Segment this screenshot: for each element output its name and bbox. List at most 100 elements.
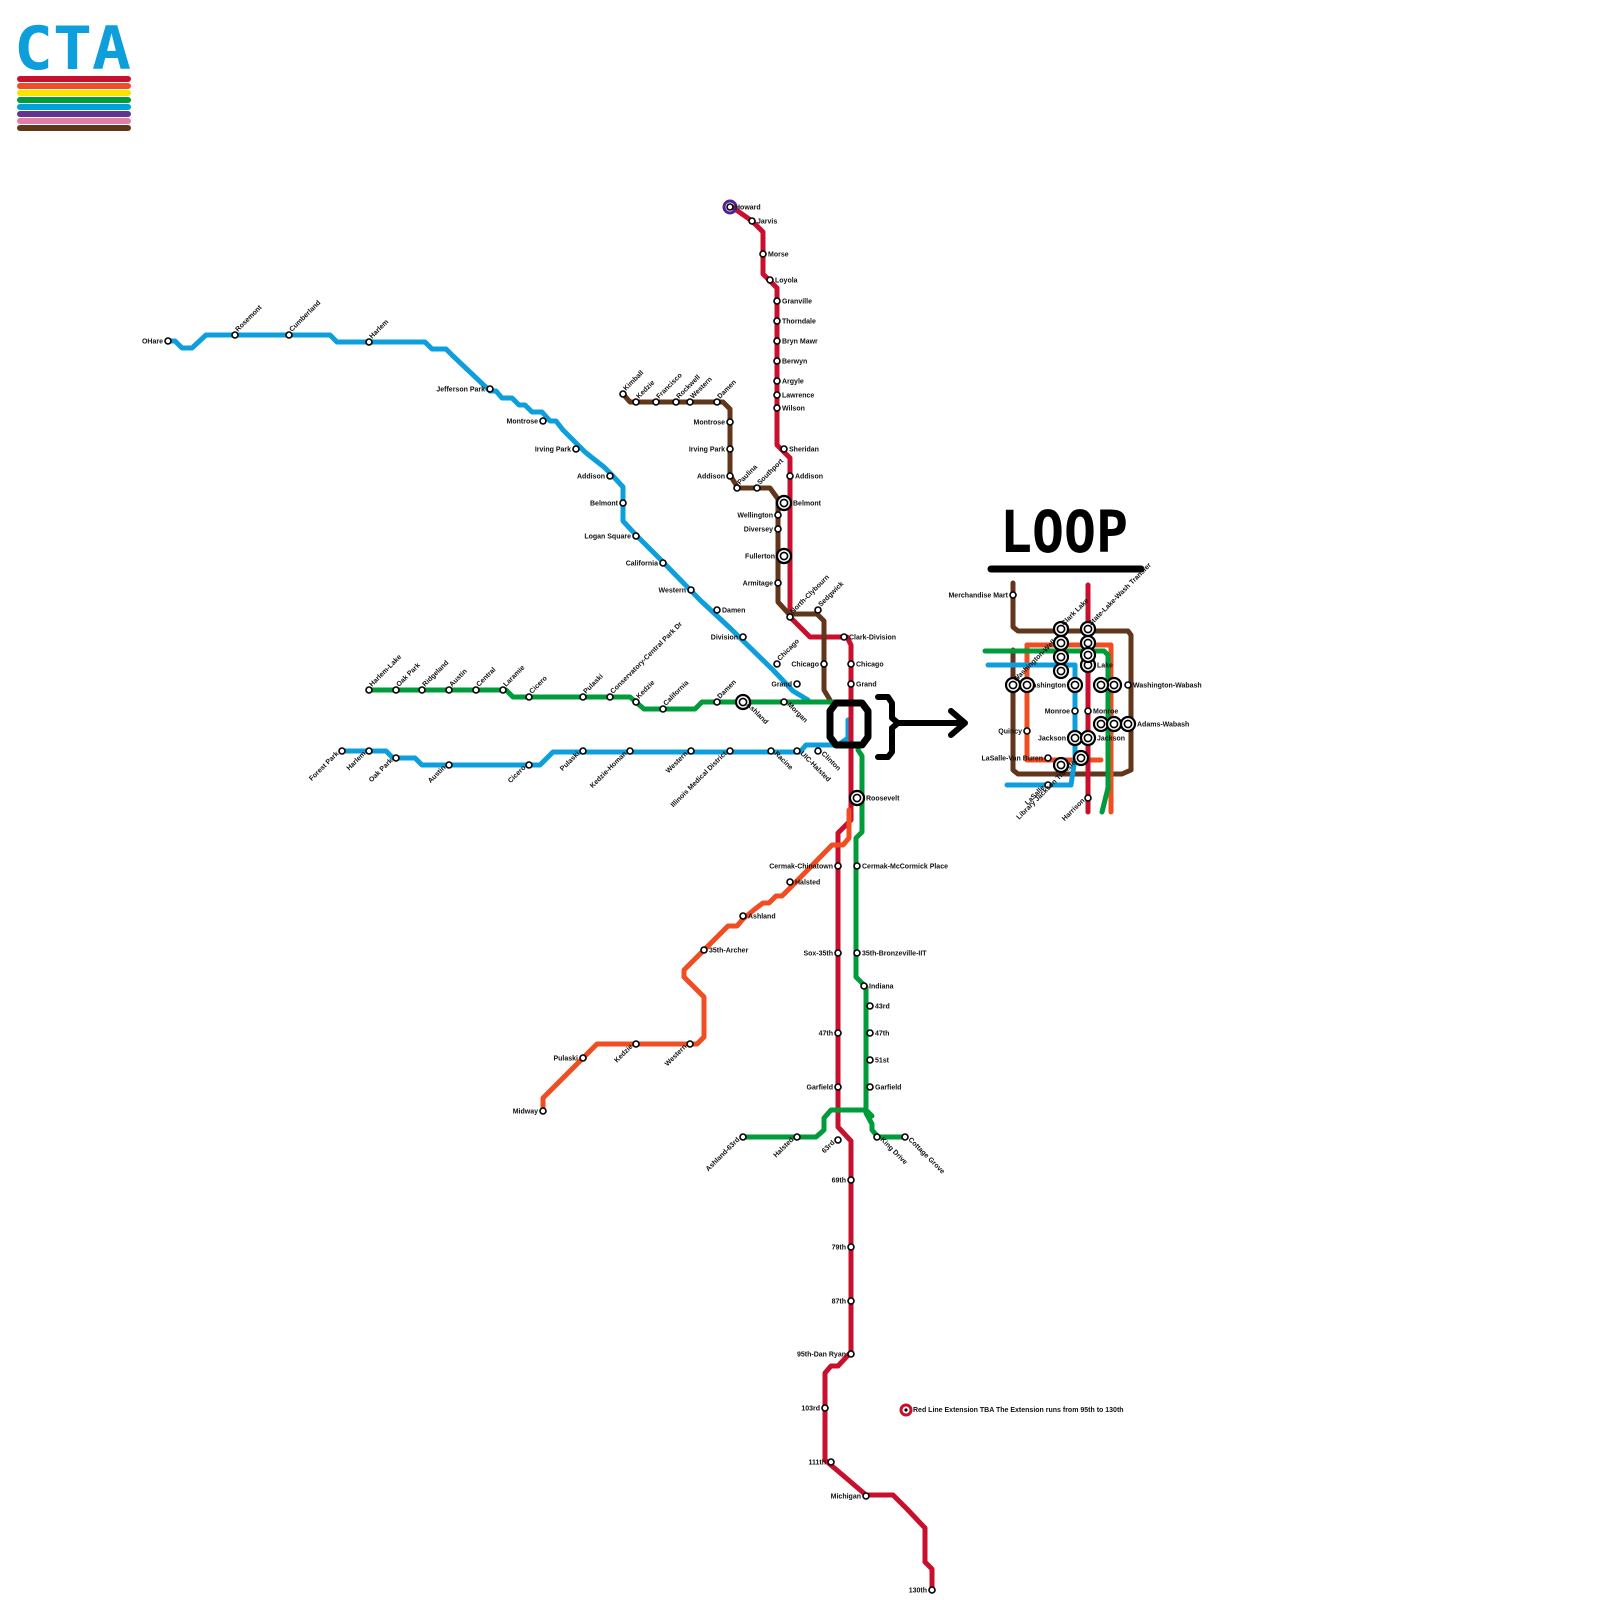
orange-line xyxy=(543,810,849,1111)
station-marker xyxy=(500,687,506,693)
station-marker xyxy=(822,1405,828,1411)
station-marker xyxy=(660,706,666,712)
station-marker xyxy=(767,277,773,283)
station-marker xyxy=(774,661,780,667)
cta-logo: CTA xyxy=(14,14,131,128)
station-label: Pulaski xyxy=(582,673,604,695)
station-label: Thorndale xyxy=(782,319,816,326)
loop-bracket xyxy=(878,697,898,757)
station-marker xyxy=(286,332,292,338)
station-label: Cicero xyxy=(507,764,527,784)
station-label: Rosemont xyxy=(234,304,264,334)
station-label: Wilson xyxy=(782,406,805,413)
green-line-west xyxy=(369,690,835,709)
station-marker xyxy=(633,1041,639,1047)
station-label: Fullerton xyxy=(745,554,775,561)
station-marker xyxy=(835,1084,841,1090)
station-marker xyxy=(867,1030,873,1036)
station-marker xyxy=(393,755,399,761)
station-marker xyxy=(1107,717,1121,731)
station-label: Jarvis xyxy=(757,219,777,226)
station-label: Paulina xyxy=(736,464,759,487)
station-label: Merchandise Mart xyxy=(948,593,1008,600)
station-marker xyxy=(714,607,720,613)
station-label: Morgan xyxy=(786,701,809,724)
station-marker xyxy=(774,405,780,411)
station-label: Harrison xyxy=(1061,797,1086,822)
stations: HowardJarvisMorseLoyolaGranvilleThorndal… xyxy=(142,204,1202,1595)
station-label: Michigan xyxy=(831,1494,861,1501)
station-label: Morse xyxy=(768,252,789,259)
station-label: Howard xyxy=(735,205,761,212)
station-marker xyxy=(607,473,613,479)
station-marker xyxy=(777,549,791,563)
station-label: Western xyxy=(664,1043,688,1067)
station-marker xyxy=(688,748,694,754)
station-marker xyxy=(1045,755,1051,761)
station-label: California xyxy=(662,680,690,708)
station-marker xyxy=(1081,731,1095,745)
station-marker xyxy=(1054,636,1068,650)
station-label: Forest Park xyxy=(308,750,340,782)
station-marker xyxy=(366,748,372,754)
green-line-south xyxy=(856,750,905,1137)
station-label: Halsted xyxy=(773,1136,796,1159)
station-marker xyxy=(867,1057,873,1063)
cta-logo-text: CTA xyxy=(14,14,131,84)
station-marker xyxy=(787,614,793,620)
station-label: 47th xyxy=(875,1031,889,1038)
station-label: Halsted xyxy=(795,880,820,887)
station-marker xyxy=(393,687,399,693)
station-marker xyxy=(1125,682,1131,688)
station-label: Bryn Mawr xyxy=(782,339,818,346)
station-label: 69th xyxy=(832,1178,846,1185)
red-line-extension-note: Red Line Extension TBA The Extension run… xyxy=(901,1405,1124,1415)
station-marker xyxy=(774,392,780,398)
station-label: Ashland-63rd xyxy=(705,1136,742,1173)
station-label: Belmont xyxy=(590,501,619,508)
station-marker xyxy=(754,485,760,491)
station-marker xyxy=(1094,678,1108,692)
station-marker xyxy=(687,399,693,405)
station-marker xyxy=(573,446,579,452)
station-label: Loyola xyxy=(775,278,798,285)
station-label: Pulaski xyxy=(553,1056,578,1063)
station-marker xyxy=(727,419,733,425)
station-label: Grand xyxy=(771,682,792,689)
station-marker xyxy=(775,526,781,532)
station-label: Midway xyxy=(513,1109,538,1116)
extension-note-text: Red Line Extension TBA The Extension run… xyxy=(913,1407,1124,1414)
station-marker xyxy=(232,332,238,338)
station-label: Diversey xyxy=(744,527,773,534)
station-label: 35th-Archer xyxy=(709,948,749,955)
station-marker xyxy=(1085,795,1091,801)
station-label: Montrose xyxy=(507,419,539,426)
station-label: Damen xyxy=(716,379,737,400)
station-marker xyxy=(902,1134,908,1140)
station-marker xyxy=(687,1041,693,1047)
station-label: 43rd xyxy=(875,1004,890,1011)
station-marker xyxy=(794,748,800,754)
station-label: Kedzie-Homan xyxy=(589,750,628,789)
station-marker xyxy=(526,694,532,700)
station-label: Wellington xyxy=(737,513,773,520)
station-marker xyxy=(633,399,639,405)
station-marker xyxy=(768,748,774,754)
station-label: Belmont xyxy=(793,501,822,508)
station-marker xyxy=(740,913,746,919)
station-label: Central xyxy=(475,666,497,688)
station-marker xyxy=(727,446,733,452)
station-marker xyxy=(714,699,720,705)
station-marker xyxy=(660,560,666,566)
station-label: Southport xyxy=(756,457,785,486)
station-label: Roosevelt xyxy=(866,796,900,803)
station-label: 103rd xyxy=(801,1406,820,1413)
station-label: Ridgeland xyxy=(421,660,450,689)
station-marker xyxy=(1085,708,1091,714)
station-marker xyxy=(1068,678,1082,692)
station-marker xyxy=(775,580,781,586)
station-marker xyxy=(848,1351,854,1357)
station-marker xyxy=(828,1459,834,1465)
station-marker xyxy=(787,473,793,479)
